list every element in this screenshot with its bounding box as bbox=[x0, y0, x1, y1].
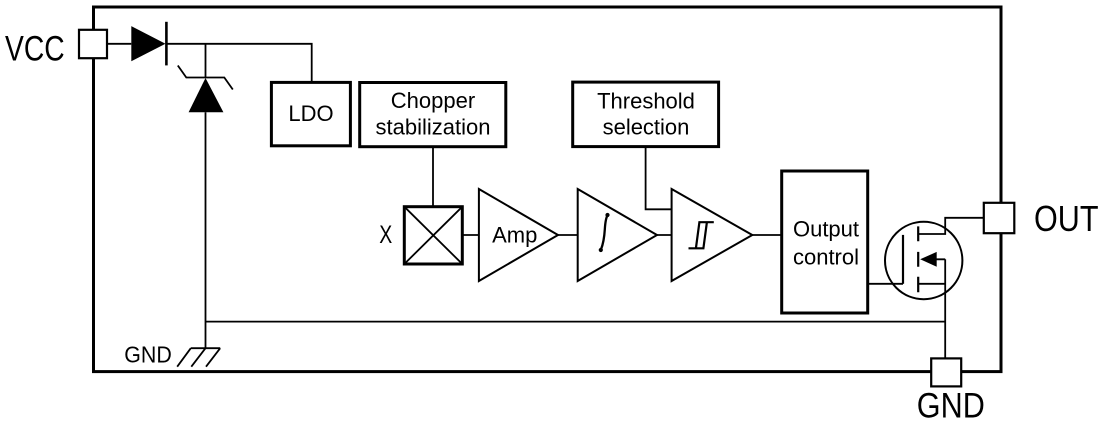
svg-text:GND: GND bbox=[124, 341, 172, 367]
svg-text:Chopper: Chopper bbox=[391, 88, 475, 113]
svg-text:X: X bbox=[379, 221, 392, 249]
svg-text:Output: Output bbox=[793, 217, 859, 242]
svg-text:selection: selection bbox=[603, 114, 690, 139]
svg-text:Amp: Amp bbox=[492, 223, 537, 248]
svg-text:GND: GND bbox=[917, 386, 985, 423]
svg-text:control: control bbox=[793, 245, 859, 270]
svg-text:LDO: LDO bbox=[288, 101, 333, 126]
svg-text:Threshold: Threshold bbox=[597, 88, 695, 113]
svg-text:OUT: OUT bbox=[1034, 198, 1099, 239]
svg-text:stabilization: stabilization bbox=[376, 114, 491, 139]
svg-text:VCC: VCC bbox=[5, 29, 65, 69]
